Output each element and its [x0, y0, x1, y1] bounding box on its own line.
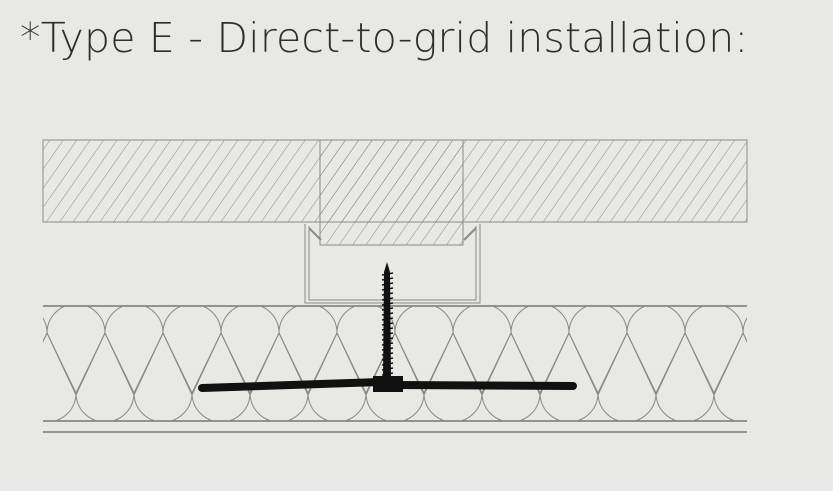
insulation-loop [43, 331, 77, 421]
insulation-loop [365, 331, 425, 421]
insulation-loop [394, 306, 454, 397]
diagram-title: *Type E - Direct-to-grid installation: [20, 14, 749, 62]
insulation-loop [249, 331, 309, 421]
screw-thread [381, 297, 394, 301]
insulation-loop [336, 306, 396, 397]
insulation-loop [423, 331, 483, 421]
screw-thread [381, 372, 394, 376]
hanger-bar [198, 378, 577, 392]
insulation-loop [133, 331, 193, 421]
insulation-loop [104, 306, 164, 397]
insulation-loop [75, 331, 135, 421]
insulation-loop [46, 306, 106, 397]
screw-thread [381, 307, 394, 311]
insulation-loop [568, 306, 628, 397]
screw-thread [381, 347, 394, 351]
insulation-loop [510, 306, 570, 397]
insulation-loop [539, 331, 599, 421]
screw-thread [381, 332, 394, 336]
insulation-loop [481, 331, 541, 421]
screw-thread [381, 312, 394, 316]
screw-thread [381, 317, 394, 321]
insulation-loop [597, 331, 657, 421]
insulation-loop [452, 306, 512, 397]
insulation [43, 305, 830, 433]
screw-thread [381, 322, 394, 326]
screw-thread [381, 282, 394, 286]
insulation-loop [278, 306, 338, 397]
insulation-loop [162, 306, 222, 397]
ceiling-panel [42, 139, 748, 246]
screw-thread [381, 287, 394, 291]
screw-thread [381, 357, 394, 361]
screw-thread [381, 342, 394, 346]
screw-thread [381, 272, 394, 276]
insulation-loop [191, 331, 251, 421]
insulation-loop [713, 331, 747, 421]
insulation-loop [655, 331, 715, 421]
screw-thread [381, 362, 394, 366]
screw-fastener [373, 262, 403, 392]
insulation-loop [43, 317, 48, 343]
insulation-loop [742, 317, 747, 343]
insulation-loop [626, 306, 686, 397]
screw-thread [381, 302, 394, 306]
insulation-loop [772, 333, 830, 422]
screw-thread [381, 327, 394, 331]
insulation-loop [684, 306, 744, 397]
screw-thread [381, 277, 394, 281]
screw-thread [381, 337, 394, 341]
screw-thread [381, 292, 394, 296]
insulation-loop [220, 306, 280, 397]
insulation-loop [307, 331, 367, 421]
screw-thread [381, 367, 394, 371]
screw-thread [381, 352, 394, 356]
